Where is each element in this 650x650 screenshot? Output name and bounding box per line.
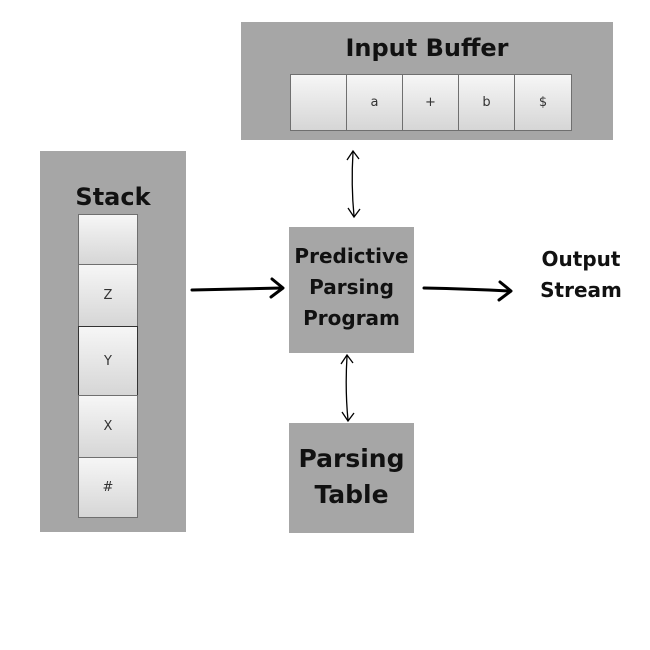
buffer-program-double-arrow xyxy=(346,149,361,219)
stack-panel: Stack Z Y X # xyxy=(40,151,186,532)
parsing-table-label: Parsing Table xyxy=(289,441,414,513)
input-buffer-cell: + xyxy=(402,74,459,131)
stack-to-program-arrow xyxy=(190,277,285,299)
parsing-table-line: Table xyxy=(314,480,389,509)
input-buffer-cell: $ xyxy=(514,74,572,131)
program-line: Program xyxy=(303,306,400,330)
output-line: Output xyxy=(541,247,621,271)
output-stream-label: Output Stream xyxy=(531,244,631,306)
stack-cell: X xyxy=(78,395,138,458)
program-label: Predictive Parsing Program xyxy=(289,241,414,334)
stack-cell: Y xyxy=(78,326,138,396)
program-line: Predictive xyxy=(294,244,409,268)
program-to-output-arrow xyxy=(422,280,513,302)
stack-cell: Z xyxy=(78,264,138,327)
parsing-table-line: Parsing xyxy=(298,444,405,473)
input-buffer-title: Input Buffer xyxy=(345,34,509,62)
program-table-double-arrow xyxy=(340,353,355,423)
stack-title: Stack xyxy=(75,183,151,211)
output-line: Stream xyxy=(540,278,622,302)
input-buffer-cell xyxy=(290,74,347,131)
program-line: Parsing xyxy=(309,275,394,299)
input-buffer-panel: Input Buffer a + b $ xyxy=(241,22,613,140)
parsing-table-box: Parsing Table xyxy=(289,423,414,533)
stack-cell: # xyxy=(78,457,138,518)
predictive-parsing-program-box: Predictive Parsing Program xyxy=(289,227,414,353)
